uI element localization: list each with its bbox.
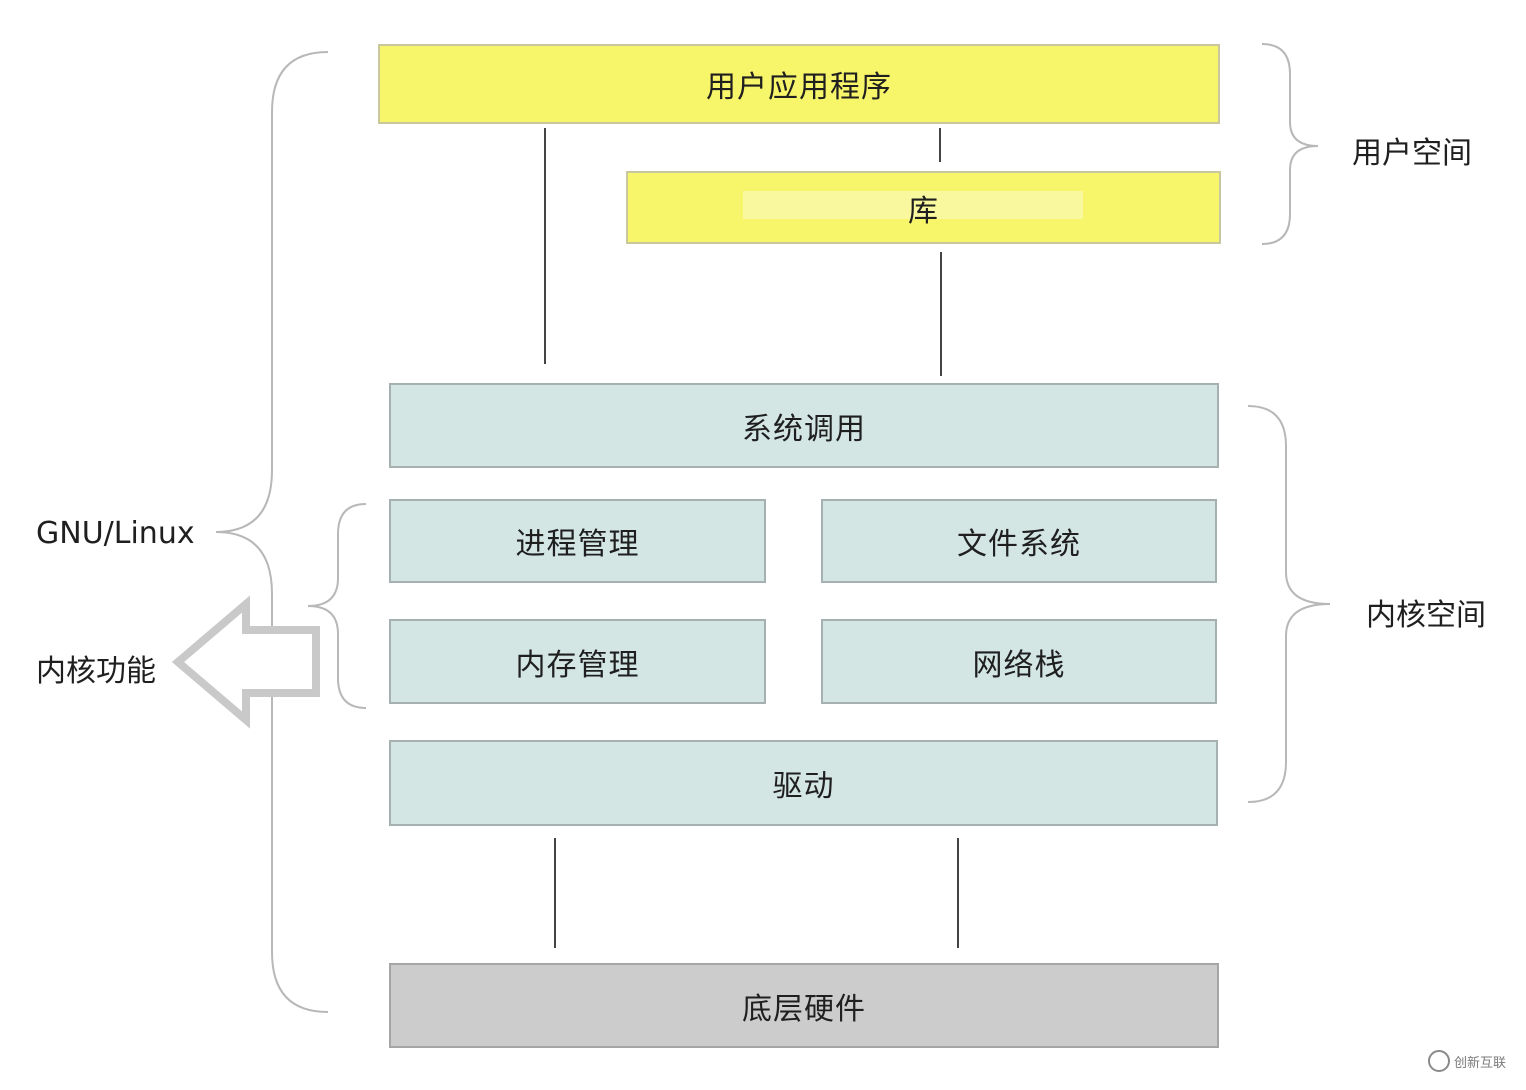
kernel-functions-label: 内核功能 bbox=[36, 654, 156, 689]
driver-box: 驱动 bbox=[389, 740, 1218, 826]
network-stack-box: 网络栈 bbox=[821, 619, 1217, 704]
user-application-label: 用户应用程序 bbox=[706, 70, 892, 105]
process-management-label: 进程管理 bbox=[515, 527, 640, 562]
watermark-logo-icon bbox=[1428, 1050, 1450, 1072]
system-call-box: 系统调用 bbox=[389, 383, 1219, 468]
watermark-text: 创新互联 bbox=[1454, 1055, 1507, 1071]
library-label: 库 bbox=[908, 193, 939, 229]
user-space-brace bbox=[1261, 43, 1319, 245]
user-application-box: 用户应用程序 bbox=[378, 44, 1220, 124]
system-call-label: 系统调用 bbox=[742, 411, 866, 447]
user-space-label: 用户空间 bbox=[1352, 136, 1472, 171]
file-system-label: 文件系统 bbox=[957, 527, 1081, 562]
left-arrow-icon bbox=[171, 595, 320, 729]
hardware-label: 底层硬件 bbox=[742, 991, 866, 1027]
network-stack-label: 网络栈 bbox=[972, 647, 1066, 683]
gnu-linux-label: GNU/Linux bbox=[36, 516, 195, 551]
file-system-box: 文件系统 bbox=[821, 499, 1217, 583]
watermark: 创新互联 bbox=[1428, 1050, 1506, 1072]
kernel-space-brace bbox=[1247, 405, 1331, 803]
driver-label: 驱动 bbox=[772, 769, 835, 804]
kernel-functions-brace bbox=[307, 503, 367, 709]
memory-management-label: 内存管理 bbox=[515, 647, 640, 683]
library-box: 库 bbox=[626, 171, 1221, 244]
library-highlight-band bbox=[743, 191, 1083, 219]
hardware-box: 底层硬件 bbox=[389, 963, 1219, 1048]
gnu-linux-brace bbox=[215, 51, 329, 1013]
process-management-box: 进程管理 bbox=[389, 499, 766, 583]
memory-management-box: 内存管理 bbox=[389, 619, 766, 704]
kernel-space-label: 内核空间 bbox=[1366, 598, 1486, 633]
